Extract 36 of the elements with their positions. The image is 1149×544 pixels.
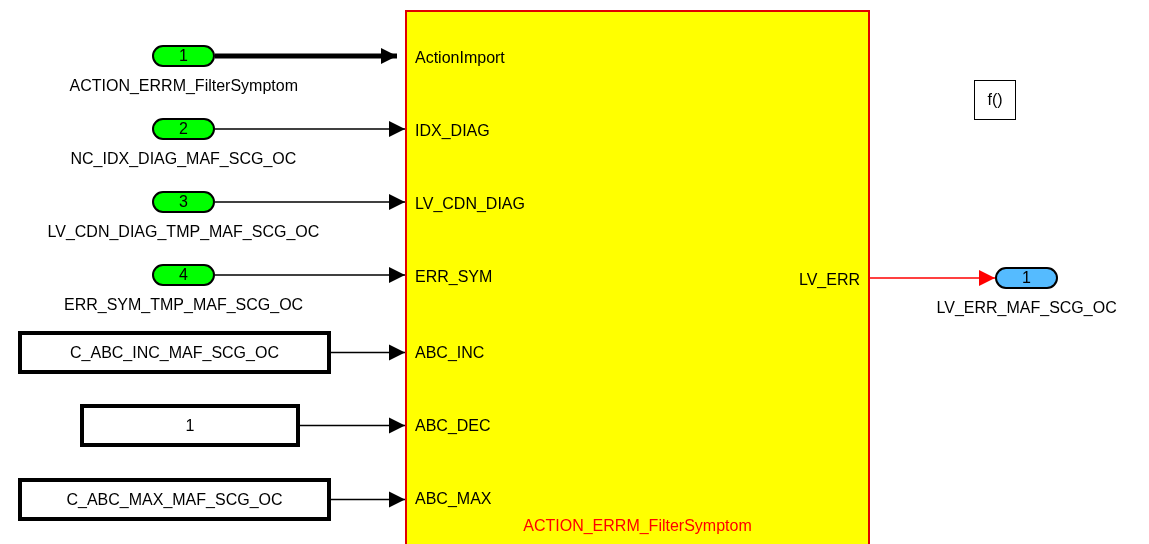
port-label: ABC_MAX (415, 490, 492, 508)
signal-arrow (215, 48, 397, 64)
constant-block (80, 404, 300, 447)
port-name: LV_ERR_MAF_SCG_OC (936, 299, 1117, 317)
port-label: ActionImport (415, 49, 505, 67)
port-number: 1 (179, 47, 188, 65)
port-name: ERR_SYM_TMP_MAF_SCG_OC (64, 296, 304, 314)
port-name: NC_IDX_DIAG_MAF_SCG_OC (70, 150, 297, 168)
subsystem-block (405, 10, 870, 544)
constant-value: C_ABC_MAX_MAF_SCG_OC (66, 490, 283, 509)
constant-block (18, 331, 331, 374)
port-number: 3 (179, 193, 188, 211)
port-number: 1 (1022, 269, 1031, 287)
port-label: IDX_DIAG (415, 122, 490, 140)
signal-arrow (214, 267, 406, 283)
port-label: LV_ERR (798, 271, 860, 289)
port-label: ERR_SYM (415, 268, 493, 286)
port-label: ABC_INC (415, 344, 485, 362)
constant-block (18, 478, 331, 521)
function-label: f() (987, 91, 1003, 109)
port-label: ABC_DEC (415, 417, 491, 435)
signal-arrow (299, 417, 406, 434)
port-number: 4 (179, 266, 188, 284)
block-title: ACTION_ERRM_FilterSymptom (522, 517, 753, 535)
signal-arrow (330, 344, 406, 361)
signal-arrow (214, 121, 406, 137)
signal-arrow (214, 194, 406, 210)
function-block (974, 80, 1016, 120)
signal-arrow (869, 270, 996, 286)
port-name: ACTION_ERRM_FilterSymptom (69, 77, 298, 95)
signal-arrow (330, 491, 406, 508)
constant-value: 1 (185, 416, 195, 435)
port-label: LV_CDN_DIAG (415, 195, 525, 213)
constant-value: C_ABC_INC_MAF_SCG_OC (70, 343, 279, 362)
port-number: 2 (179, 120, 188, 138)
port-name: LV_CDN_DIAG_TMP_MAF_SCG_OC (47, 223, 320, 241)
